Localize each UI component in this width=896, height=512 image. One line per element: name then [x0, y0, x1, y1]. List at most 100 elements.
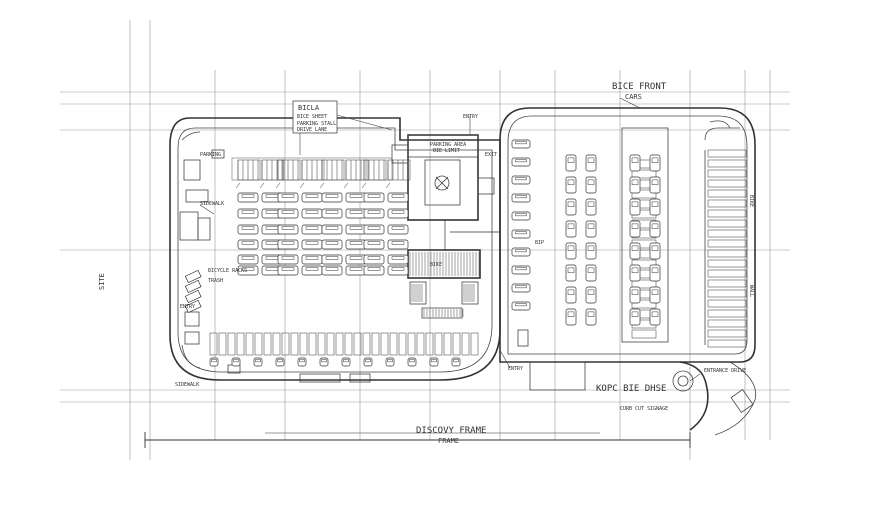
car: [585, 286, 597, 304]
stall-vertical: [321, 159, 345, 181]
stall-right-strip: [707, 259, 747, 268]
car-window: [349, 267, 363, 271]
car-window: [631, 267, 639, 273]
stall-bottom-row: [389, 332, 398, 356]
mid-label-exit: EXIT: [485, 152, 497, 158]
stall-strip-head: [704, 127, 740, 141]
leader-line: [619, 97, 641, 109]
car-window: [367, 226, 381, 230]
car-window: [349, 194, 363, 198]
bottom-center-label: KOPC BIE DHSE: [596, 384, 666, 394]
car-window: [515, 213, 527, 217]
car: [649, 308, 661, 326]
lane-mark: [299, 182, 305, 189]
car: [629, 220, 641, 238]
car-window: [651, 245, 659, 251]
car-window: [515, 249, 527, 253]
car-window: [631, 157, 639, 163]
car-window: [651, 267, 659, 273]
car-window: [387, 359, 393, 363]
car: [565, 198, 577, 216]
car: [565, 308, 577, 326]
car: [629, 286, 641, 304]
car: [649, 220, 661, 238]
car: [565, 264, 577, 282]
stall-right-strip: [707, 179, 747, 188]
car-window: [325, 267, 339, 271]
car-window: [255, 359, 261, 363]
corner-arc: [709, 120, 731, 129]
stall-right-strip: [707, 339, 747, 348]
car-window: [409, 359, 415, 363]
stall-right-strip: [707, 279, 747, 288]
car-window: [391, 194, 405, 198]
car-window: [211, 359, 217, 363]
top-right-note-line-1: BICE FRONT: [612, 82, 667, 92]
car: [649, 176, 661, 194]
stall-spine: [631, 329, 657, 339]
car: [649, 198, 661, 216]
car: [629, 198, 641, 216]
car-window: [515, 195, 527, 199]
building-label-1: PARKING AREA: [430, 142, 466, 148]
stall-bottom-row: [380, 332, 389, 356]
car-window: [281, 226, 295, 230]
stall-bottom-row: [344, 332, 353, 356]
car-window: [325, 194, 339, 198]
stall-bottom-row: [227, 332, 236, 356]
car-window: [325, 226, 339, 230]
car-window: [587, 201, 595, 207]
car-window: [305, 226, 319, 230]
stall-bottom-row: [272, 332, 281, 356]
mid-label-bip: BIP: [535, 240, 544, 246]
stall-right-strip: [707, 229, 747, 238]
car-window: [567, 223, 575, 229]
stall-right-strip: [707, 309, 747, 318]
car: [585, 308, 597, 326]
stall-bottom-row: [443, 332, 452, 356]
stall-bottom-row: [335, 332, 344, 356]
car-window: [453, 359, 459, 363]
car-window: [325, 256, 339, 260]
car-window: [281, 194, 295, 198]
entry-label: ENTRY: [508, 366, 523, 372]
car-window: [515, 177, 527, 181]
car-window: [325, 210, 339, 214]
bottom-dimension-line: [144, 432, 691, 448]
car-window: [651, 311, 659, 317]
car: [565, 286, 577, 304]
car-window: [587, 179, 595, 185]
leader-lines: [181, 97, 731, 382]
stall-right-strip: [707, 269, 747, 278]
bottom-title: DISCOVY FRAME: [416, 426, 486, 436]
car-window: [651, 201, 659, 207]
stall-bottom-row: [281, 332, 290, 356]
bottom-right-label: ENTRANCE DRIVE: [704, 368, 746, 374]
stall-bottom-row: [254, 332, 263, 356]
stall-spine: [631, 189, 657, 199]
car-window: [233, 359, 239, 363]
car-window: [299, 359, 305, 363]
stall-right-strip: [707, 289, 747, 298]
stall-bottom-row: [317, 332, 326, 356]
stall-right-strip: [707, 149, 747, 158]
note-line-2: BICE SHEET: [297, 114, 327, 120]
stall-vertical: [345, 159, 369, 181]
car-window: [431, 359, 437, 363]
car-window: [515, 267, 527, 271]
stall-vertical: [261, 159, 285, 181]
stall-right-strip: [707, 319, 747, 328]
right-axis-label-1: BIKE: [748, 195, 754, 207]
car-window: [391, 241, 405, 245]
angled-car: [184, 289, 202, 304]
car-window: [567, 267, 575, 273]
stall-bottom-row: [398, 332, 407, 356]
corner-arc: [181, 344, 201, 369]
car: [585, 198, 597, 216]
car: [629, 308, 641, 326]
car: [585, 154, 597, 172]
car-window: [305, 241, 319, 245]
car: [649, 154, 661, 172]
stall-bottom-row: [236, 332, 245, 356]
car-window: [631, 223, 639, 229]
